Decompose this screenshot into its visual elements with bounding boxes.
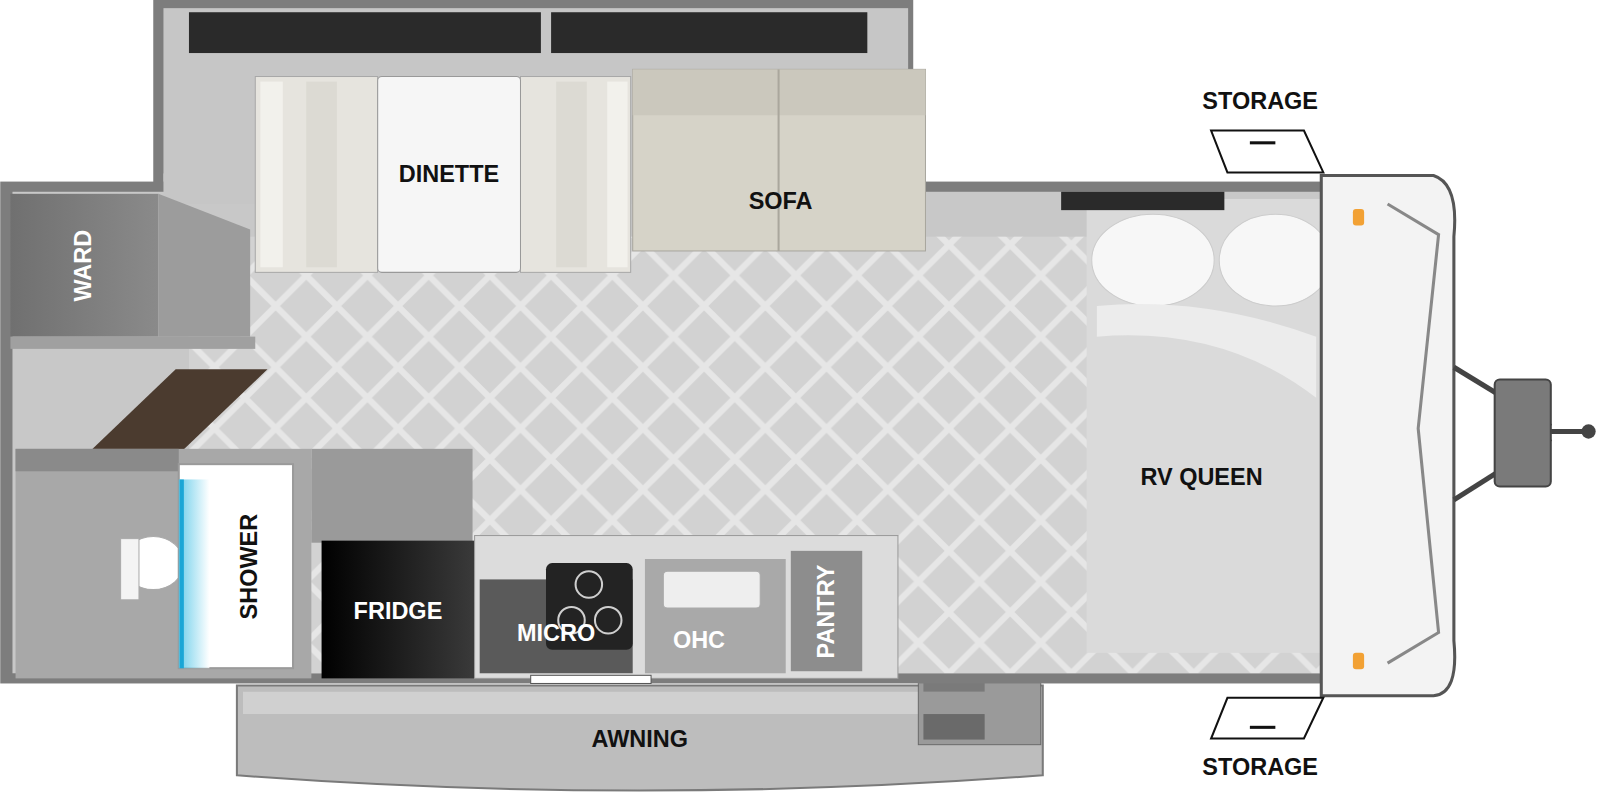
marker-light [1353,209,1364,225]
counter [475,536,898,679]
window [1061,192,1224,210]
bathroom [16,449,312,679]
room-label: RV QUEEN [1140,465,1262,488]
shower-curtain [179,479,210,668]
toilet-tank [121,539,139,600]
storage-handle [1250,726,1276,729]
dinette-label: DINETTE [378,77,521,271]
room-label: OHC [673,628,725,651]
front-cap [1321,175,1454,695]
storage-label: STORAGE [1179,90,1342,177]
wardrobe [10,194,158,337]
room-label: STORAGE [1202,90,1318,113]
storage-door [1211,698,1323,739]
ohc-label: OHC [653,617,745,663]
cap-chevron [1388,204,1439,663]
storage-label: STORAGE [1179,694,1342,780]
bed-sheet [1097,304,1316,398]
window [531,675,651,683]
storage-handle [1250,141,1276,144]
window [551,12,867,53]
shower-label: SHOWER [209,467,291,666]
pantry [791,551,862,671]
kitchen-wall [311,449,472,543]
room-label: DINETTE [399,162,499,185]
room-label: STORAGE [1202,756,1318,779]
main-floor [12,192,1323,673]
sink [663,571,760,608]
room-label: SOFA [749,190,813,213]
storage-door [1211,131,1323,173]
room-label: PANTRY [815,564,838,658]
pillow [1092,214,1214,306]
marker-light [1353,653,1364,669]
bath-wall [16,449,179,471]
fridge [322,541,475,679]
room-label: FRIDGE [354,600,443,623]
sofa-label: SOFA [643,153,919,250]
bed-label: RV QUEEN [1087,306,1317,648]
awning-label: AWNING [237,694,1043,784]
wardrobe-label: WARD [10,194,158,337]
micro-label: MICRO [480,610,633,656]
room-label: MICRO [517,621,595,644]
dinette-table [378,77,521,273]
shower-pan [179,464,293,668]
overhead-cabinet [645,559,786,673]
burner [595,607,622,634]
wardrobe-wall [158,194,250,337]
fridge-label: FRIDGE [321,543,474,681]
pillow [1219,214,1331,306]
window [189,12,541,53]
dinette-seats [255,77,630,273]
shower-curtain-line [180,479,184,668]
main-body [0,182,1326,684]
bath-door [80,369,268,461]
wall [10,337,255,349]
sofa-shape [633,69,926,251]
hitch [1454,367,1596,500]
awning-inner [243,692,1037,714]
room-label: SHOWER [238,514,261,620]
pantry-label: PANTRY [791,551,862,671]
room-label: WARD [72,229,95,301]
room-label: AWNING [592,727,688,750]
burner [576,571,603,598]
